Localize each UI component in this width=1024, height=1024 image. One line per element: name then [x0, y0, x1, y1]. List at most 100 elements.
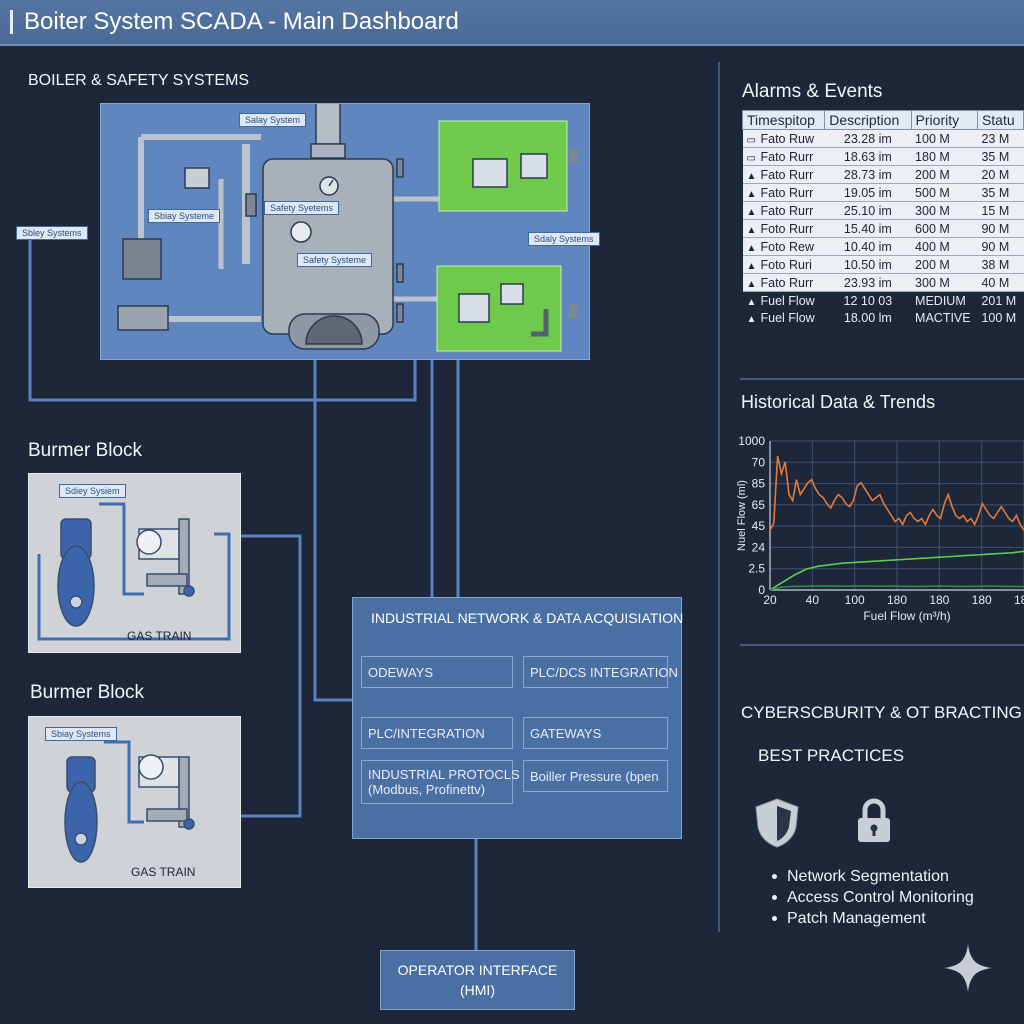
- boiler-diagram[interactable]: Salay System Sbiay Systeme Safety Syetem…: [100, 103, 590, 360]
- shield-icon: [755, 798, 799, 848]
- safety-label-left: Sbley Systems: [16, 226, 88, 240]
- alarm-priority-cell: 300 M: [911, 201, 978, 220]
- alarm-timestamp-cell: ▲Foto Rew: [742, 237, 825, 256]
- alarm-desc-cell: 15.40 im: [824, 219, 912, 238]
- network-item-boiler-pressure[interactable]: Boiller Pressure (bpen: [523, 760, 668, 792]
- alarm-status-cell: 35 M: [977, 147, 1024, 166]
- hmi-line-1: OPERATOR INTERFACE: [397, 962, 558, 978]
- alarm-timestamp-cell: ▲Fuel Flow: [742, 291, 825, 309]
- network-item-plc-dcs[interactable]: PLC/DCS INTEGRATION: [523, 656, 678, 688]
- alarm-name: Foto Rurr: [760, 221, 814, 236]
- alarm-status-cell: 15 M: [977, 201, 1024, 220]
- security-item: Network Segmentation: [772, 868, 974, 886]
- triangle-icon: ▲: [746, 224, 757, 236]
- x-tick-label: 180: [887, 593, 907, 607]
- alarm-timestamp-cell: ▲Fato Rurr: [742, 201, 825, 220]
- alarm-priority-cell: MACTIVE: [911, 309, 978, 326]
- series-line-2: [769, 584, 1024, 591]
- y-tick-label: 1000: [738, 434, 765, 448]
- col-description[interactable]: Description: [824, 110, 912, 130]
- y-axis-label: Nuel Flow (ml): [736, 480, 748, 551]
- alarm-name: Foto Rew: [760, 239, 815, 254]
- safety-label-4: Safety Systeme: [297, 253, 373, 267]
- alarm-name: Fato Ruw: [760, 131, 815, 146]
- burner-block-title-1: Burmer Block: [28, 440, 143, 461]
- square-icon: ▭: [746, 134, 756, 146]
- triangle-icon: ▲: [746, 206, 757, 218]
- hmi-line-2: (HMI): [460, 982, 495, 998]
- alarm-timestamp-cell: ▲Foto Rurr: [742, 219, 825, 238]
- safety-label-3: Safety Syetems: [264, 201, 340, 215]
- network-item-gateways[interactable]: GATEWAYS: [523, 717, 668, 749]
- series-line-0: [769, 455, 1024, 531]
- alarm-desc-cell: 25.10 im: [824, 201, 912, 220]
- safety-label-1: Salay System: [239, 113, 307, 127]
- security-subtitle: BEST PRACTICES: [758, 746, 905, 765]
- y-tick-label: 85: [752, 477, 766, 491]
- safety-label-right: Sdaly Systems: [528, 232, 600, 246]
- burner-block-2[interactable]: Sbiay Systems GAS TRAIN: [28, 716, 241, 888]
- alarm-desc-cell: 18.00 lm: [824, 309, 912, 326]
- operator-interface-box[interactable]: OPERATOR INTERFACE (HMI): [380, 950, 575, 1010]
- alarm-status-cell: 90 M: [977, 219, 1024, 238]
- alarms-table-wrap: Timespitop Description Priority Statu ▭F…: [742, 110, 1024, 330]
- alarm-priority-cell: 200 M: [911, 165, 978, 184]
- network-item-plc-integration[interactable]: PLC/INTEGRATION: [361, 717, 513, 749]
- divider-trends-security: [740, 644, 1024, 646]
- burner-1-tag: Sdiey Sysiem: [59, 484, 126, 498]
- alarm-name: Fato Rurr: [760, 275, 814, 290]
- network-item-protocols[interactable]: INDUSTRIAL PROTOCLS (Modbus, Profinettv): [361, 760, 520, 804]
- col-timestamp[interactable]: Timespitop: [742, 110, 826, 130]
- alarm-name: Fato Rurr: [760, 203, 814, 218]
- right-column-divider: [718, 62, 720, 932]
- network-panel: INDUSTRIAL NETWORK & DATA ACQUISIATION O…: [352, 597, 684, 839]
- security-item: Patch Management: [772, 910, 974, 928]
- trend-chart[interactable]: 02.5244565857010002040100180180180180Fue…: [720, 425, 1024, 625]
- line-burners: [240, 534, 302, 818]
- burner-1-caption: GAS TRAIN: [127, 629, 192, 643]
- alarm-timestamp-cell: ▲Fato Rurr: [742, 273, 825, 292]
- alarm-priority-cell: 180 M: [911, 147, 978, 166]
- alarm-name: Fato Rurr: [760, 185, 814, 200]
- alarms-title: Alarms & Events: [742, 81, 883, 102]
- burner-block-1[interactable]: Sdiey Sysiem GAS TRAIN: [28, 473, 241, 653]
- gas-train-illustration-2: [64, 740, 195, 863]
- network-item-label: Boiller Pressure (bpen: [530, 768, 659, 784]
- alarm-timestamp-cell: ▲Fato Rurr: [742, 165, 825, 184]
- alarm-status-cell: 20 M: [977, 165, 1024, 184]
- trends-title: Historical Data & Trends: [741, 392, 936, 412]
- alarm-priority-cell: MEDIUM: [911, 291, 978, 309]
- col-status[interactable]: Statu: [976, 110, 1024, 130]
- y-tick-label: 65: [752, 498, 766, 512]
- alarm-desc-cell: 23.93 im: [824, 273, 912, 292]
- network-item-odeways[interactable]: ODEWAYS: [361, 656, 513, 688]
- alarm-desc-cell: 12 10 03: [824, 291, 912, 309]
- boiler-section-title: BOILER & SAFETY SYSTEMS: [28, 72, 250, 89]
- burner-block-title-2: Burmer Block: [30, 682, 145, 703]
- alarm-timestamp-cell: ▭ Fato Ruw: [742, 129, 825, 148]
- triangle-icon: ▲: [746, 242, 757, 254]
- alarm-timestamp-cell: ▭Fato Rurr: [742, 147, 825, 166]
- alarm-priority-cell: 100 M: [911, 129, 978, 148]
- security-item-label: Network Segmentation: [787, 868, 949, 885]
- network-title: INDUSTRIAL NETWORK & DATA ACQUISIATION: [371, 610, 684, 626]
- network-item-label: GATEWAYS: [530, 725, 602, 741]
- col-priority[interactable]: Priority: [910, 110, 978, 130]
- x-tick-label: 40: [806, 593, 820, 607]
- alarm-desc-cell: 19.05 im: [824, 183, 912, 202]
- network-item-label: (Modbus, Profinettv): [368, 782, 486, 797]
- triangle-icon: ▲: [746, 313, 757, 325]
- x-tick-label: 180: [972, 593, 992, 607]
